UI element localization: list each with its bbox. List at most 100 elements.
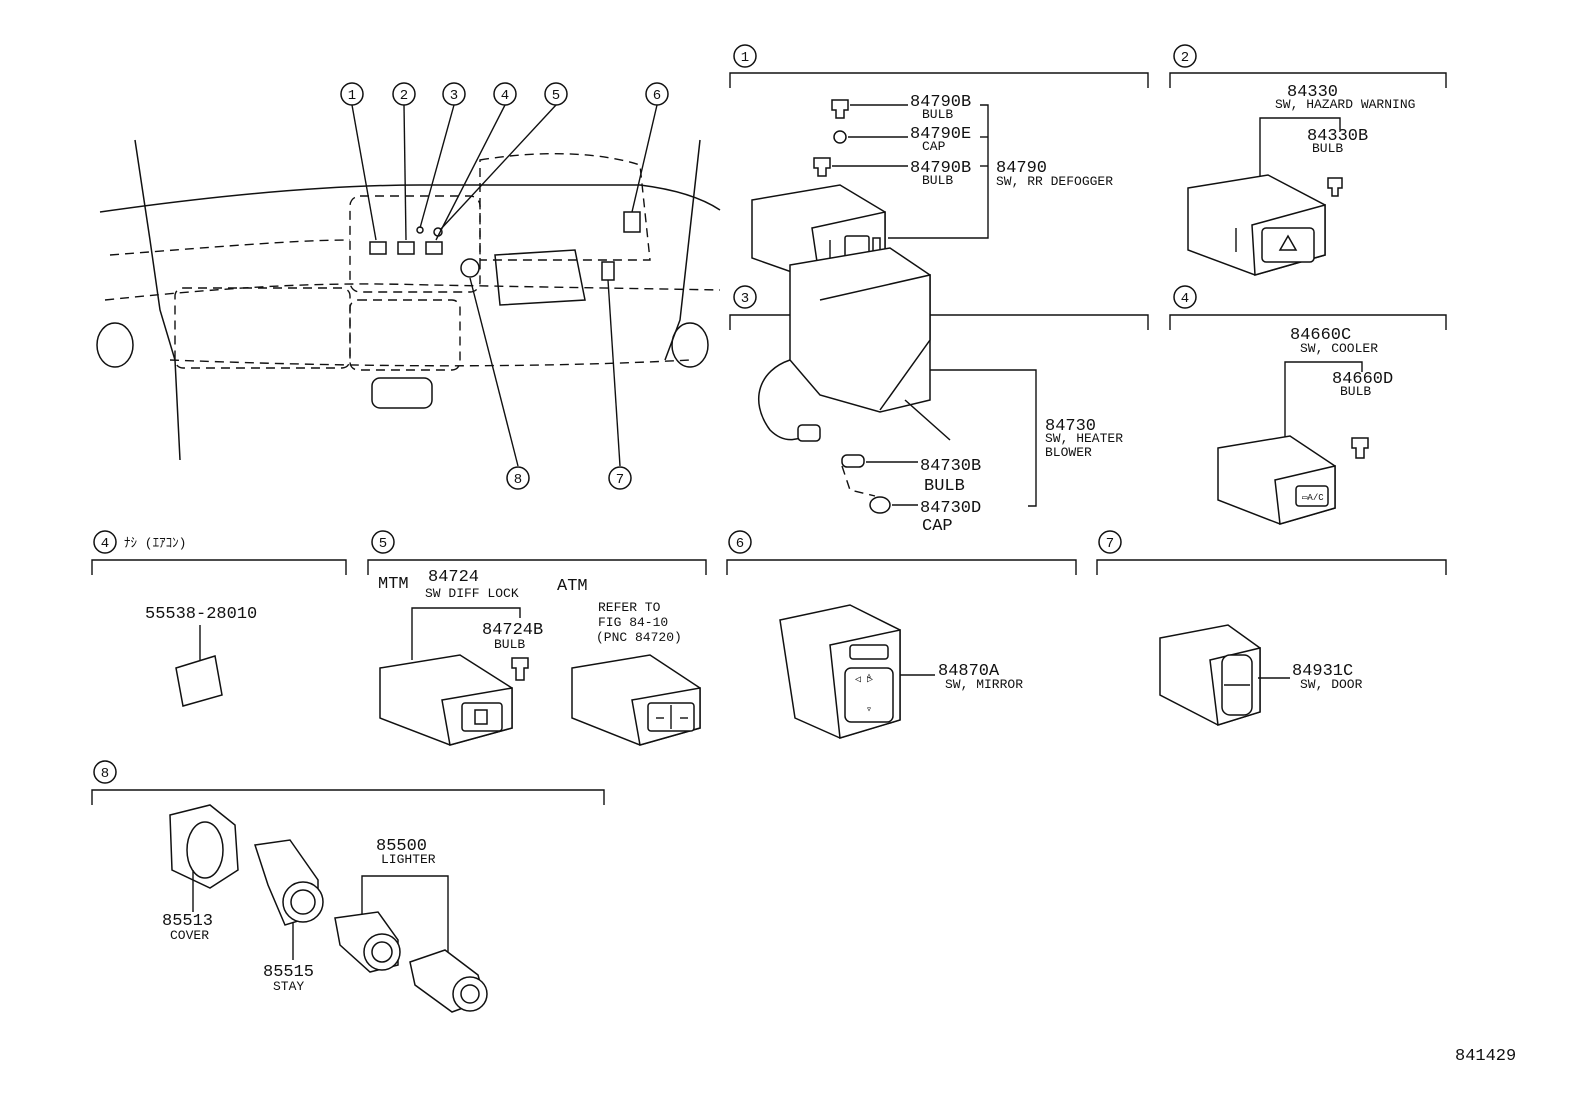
svg-text:▵: ▵	[866, 671, 872, 682]
svg-text:◁ ▷: ◁ ▷	[855, 675, 873, 686]
stay-desc: STAY	[273, 979, 304, 994]
dash-lower-line	[169, 359, 691, 367]
lighter-desc: LIGHTER	[381, 852, 436, 867]
callout-2: 2	[392, 82, 416, 106]
lighter-stay-drawing	[254, 839, 324, 926]
callout-2-label: 2	[400, 88, 408, 104]
atm-switch-drawing	[571, 654, 701, 746]
bulb-b-pn: 84790B	[910, 159, 971, 178]
heater-blower-switch-drawing	[757, 247, 951, 442]
section-1-bracket	[729, 72, 1149, 88]
dash-right-edge	[664, 139, 701, 361]
diff-lock-bulb-pn: 84724B	[482, 621, 543, 640]
cover-desc: COVER	[170, 928, 209, 943]
section-5-diff-lock: 5 MTM 84724 SW DIFF LOCK ATM REFER TO FI…	[367, 530, 707, 746]
blank-cap-icon	[175, 655, 223, 707]
mtm-label: MTM	[378, 575, 409, 594]
heater-pn: 84730	[1045, 417, 1096, 436]
door-pn: 84931C	[1292, 662, 1353, 681]
section-4b-bracket	[91, 559, 347, 575]
section-8-number: 8	[101, 766, 109, 782]
hazard-desc: SW, HAZARD WARNING	[1275, 97, 1415, 112]
refer-line-1: REFER TO	[598, 600, 661, 615]
leader-3	[419, 104, 455, 229]
blank-cap-pn: 55538-28010	[145, 605, 257, 624]
hazard-bulb-pn: 84330B	[1307, 127, 1368, 146]
cooler-switch-drawing: ▭A/C	[1217, 435, 1336, 525]
section-4b-number: 4	[101, 536, 109, 552]
lighter-cover-drawing	[169, 804, 239, 889]
callout-7: 7	[608, 466, 632, 490]
heater-cap-icon	[869, 496, 891, 514]
lighter-bracket	[361, 875, 449, 952]
bulb-a-desc: BULB	[922, 107, 953, 122]
right-vent	[671, 322, 709, 368]
stay-pn: 85515	[263, 963, 314, 982]
heater-group-bracket	[930, 369, 1037, 507]
callout-8-label: 8	[514, 472, 522, 488]
diff-lock-bulb-desc: BULB	[494, 637, 525, 652]
lighter-plug-drawing	[409, 949, 488, 1013]
diff-lock-desc: SW DIFF LOCK	[425, 586, 519, 601]
callout-7-label: 7	[616, 472, 624, 488]
door-switch-drawing	[1159, 624, 1261, 726]
lighter-socket-drawing	[334, 911, 401, 973]
section-6-mirror: 6 ◁ ▷ ▵ ▿ 84870A SW, MIRROR	[726, 530, 1077, 739]
diff-lock-pn: 84724	[428, 568, 479, 587]
leader-8	[469, 277, 519, 467]
lighter-pn: 85500	[376, 837, 427, 856]
mirror-switch-drawing: ◁ ▷ ▵ ▿	[779, 604, 901, 739]
diff-lock-leader	[411, 607, 521, 660]
hazard-leader	[1259, 117, 1341, 195]
cap-icon	[833, 130, 847, 144]
callout-3: 3	[442, 82, 466, 106]
section-5-bracket	[367, 559, 707, 575]
section-4-bracket	[1169, 314, 1447, 330]
loc-switch-1	[369, 241, 387, 255]
refer-line-2: FIG 84-10	[598, 615, 668, 630]
callout-5-label: 5	[552, 88, 560, 104]
leader-6	[631, 104, 658, 213]
callout-1: 1	[340, 82, 364, 106]
callout-4-label: 4	[501, 88, 509, 104]
dash-top-outline	[99, 184, 721, 213]
cap-desc: CAP	[922, 139, 946, 154]
section-1-number: 1	[741, 50, 749, 66]
section-4b-note: ﾅｼ (ｴｱｺﾝ)	[124, 536, 186, 551]
cooler-desc: SW, COOLER	[1300, 341, 1378, 356]
leader-4	[435, 104, 506, 241]
leader-1	[351, 104, 377, 241]
cooler-bulb-pn: 84660D	[1332, 370, 1393, 389]
section-7-door: 7 84931C SW, DOOR	[1096, 530, 1447, 726]
section-2-bracket	[1169, 72, 1447, 88]
cooler-pn: 84660C	[1290, 326, 1351, 345]
section-2-hazard: 2 84330 SW, HAZARD WARNING 84330B BULB	[1169, 44, 1447, 276]
section-3-number: 3	[741, 291, 749, 307]
dashboard-overview: 1 2 3 4 5 6 7 8	[96, 82, 721, 490]
callout-6: 6	[645, 82, 669, 106]
heater-bulb-pn: 84730B	[920, 457, 981, 476]
loc-switch-2	[397, 241, 415, 255]
section-7-number: 7	[1106, 536, 1114, 552]
section-3-bracket	[729, 314, 1149, 330]
bulb-b-icon	[813, 157, 831, 177]
cap-pn: 84790E	[910, 125, 971, 144]
cover-pn: 85513	[162, 912, 213, 931]
rr-defogger-desc: SW, RR DEFOGGER	[996, 174, 1113, 189]
callout-8: 8	[506, 466, 530, 490]
hazard-pn: 84330	[1287, 83, 1338, 102]
section-7-bracket	[1096, 559, 1447, 575]
heater-bulb-icon	[841, 454, 865, 468]
callout-3-label: 3	[450, 88, 458, 104]
heater-desc-1: SW, HEATER	[1045, 431, 1123, 446]
hazard-bulb-desc: BULB	[1312, 141, 1343, 156]
callout-5: 5	[544, 82, 568, 106]
section-2-number: 2	[1181, 50, 1189, 66]
center-vent	[371, 377, 433, 409]
section-4b-no-ac: 4 ﾅｼ (ｴｱｺﾝ) 55538-28010	[91, 530, 347, 707]
steering-hub	[494, 249, 586, 306]
bulb-b-desc: BULB	[922, 173, 953, 188]
diff-lock-switch-drawing	[379, 654, 513, 746]
section-6-number: 6	[736, 536, 744, 552]
section-1-rr-defogger: 1 84790B BULB 84790E CAP 84790B BULB 847…	[729, 44, 1149, 283]
